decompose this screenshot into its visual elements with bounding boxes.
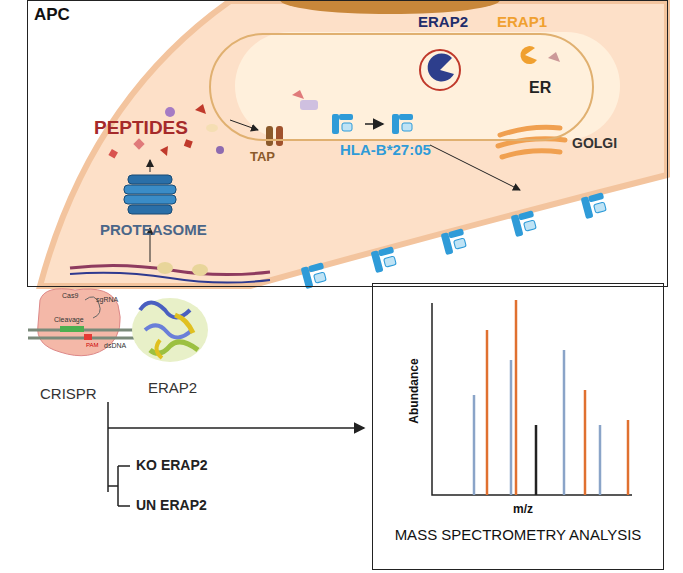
icon-label: PAM — [86, 342, 99, 349]
protein-label: ERAP1 — [497, 14, 547, 31]
method-label: CRISPR — [40, 386, 97, 403]
icon-label: Cas9 — [62, 292, 78, 300]
molecule-label: HLA-B*27:05 — [340, 142, 431, 159]
ms-box: Abundance m/zMASS SPECTROMETRY ANALYSIS — [372, 283, 664, 570]
icon-label: Cleavage — [54, 316, 84, 324]
axis-label: Abundance — [407, 358, 421, 423]
er-organelle: ER — [209, 33, 594, 141]
group-label: PEPTIDES — [94, 118, 188, 139]
protein-label: ERAP2 — [418, 14, 468, 31]
axis-label: m/z — [513, 502, 533, 516]
box-title: MASS SPECTROMETRY ANALYSIS — [393, 526, 643, 545]
condition-label: UN ERAP2 — [136, 498, 207, 513]
icon-label: dsDNA — [104, 342, 126, 350]
organelle-label: GOLGI — [572, 136, 617, 151]
organelle-label: ER — [529, 79, 551, 97]
complex-label: PROTEASOME — [100, 222, 207, 239]
protein-label: ERAP2 — [148, 380, 197, 397]
transporter-label: TAP — [250, 150, 275, 164]
panel-label: APC — [34, 5, 70, 25]
icon-label: sgRNA — [96, 296, 118, 304]
condition-label: KO ERAP2 — [136, 458, 208, 473]
